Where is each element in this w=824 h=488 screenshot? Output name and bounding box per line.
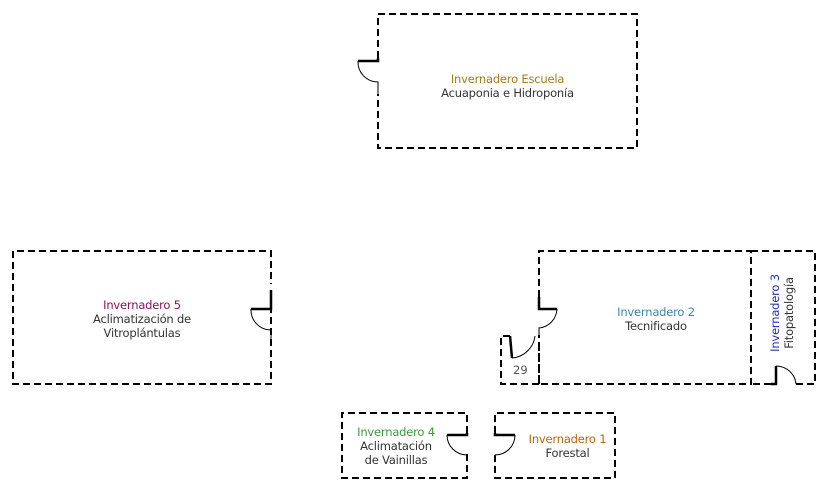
room-subtitle-line1: Aclimatación [360, 439, 432, 453]
room-name: Invernadero 4 [357, 425, 435, 439]
room-subtitle-line2: Vitroplántulas [103, 326, 181, 340]
room-inv1[interactable]: Invernadero 1 Forestal [515, 432, 620, 460]
room-escuela[interactable]: Invernadero Escuela Acuaponia e Hidropon… [378, 72, 637, 100]
room-inv5[interactable]: Invernadero 5 Aclimatización de Vitroplá… [13, 298, 271, 340]
room-inv2[interactable]: Invernadero 2 Tecnificado [551, 305, 761, 333]
room-subtitle: Tecnificado [625, 319, 687, 333]
door-inv1 [493, 433, 516, 456]
door-inv3 [771, 365, 797, 386]
room-inv3[interactable]: Invernadero 3 Fitopatología [768, 263, 798, 363]
room-wall-29 [500, 335, 540, 385]
room-inv4[interactable]: Invernadero 4 Aclimatación de Vainillas [342, 425, 450, 467]
room-name: Invernadero 5 [103, 298, 181, 312]
room-name: Invernadero 3 [768, 274, 782, 352]
room-number-29: 29 [513, 363, 528, 377]
room-subtitle: Forestal [545, 446, 590, 460]
room-subtitle-line2: de Vainillas [364, 453, 428, 467]
room-wall-inv2 [538, 250, 752, 385]
room-subtitle-line1: Aclimatización de [93, 312, 191, 326]
room-wall-inv1 [494, 412, 616, 479]
room-subtitle: Fitopatología [782, 277, 796, 349]
room-name: Invernadero 2 [617, 305, 695, 319]
room-wall-inv4 [341, 412, 468, 479]
door-escuela [357, 58, 380, 94]
door-inv4 [446, 433, 469, 456]
door-inv5 [250, 290, 273, 340]
room-wall-inv5 [12, 250, 272, 385]
door-inv2 [537, 297, 558, 335]
room-name: Invernadero 1 [528, 432, 607, 446]
room-name: Invernadero Escuela [450, 72, 565, 86]
room-subtitle: Acuaponia e Hidroponía [441, 86, 574, 100]
door-room-29 [508, 335, 536, 359]
room-wall-escuela [377, 13, 638, 149]
